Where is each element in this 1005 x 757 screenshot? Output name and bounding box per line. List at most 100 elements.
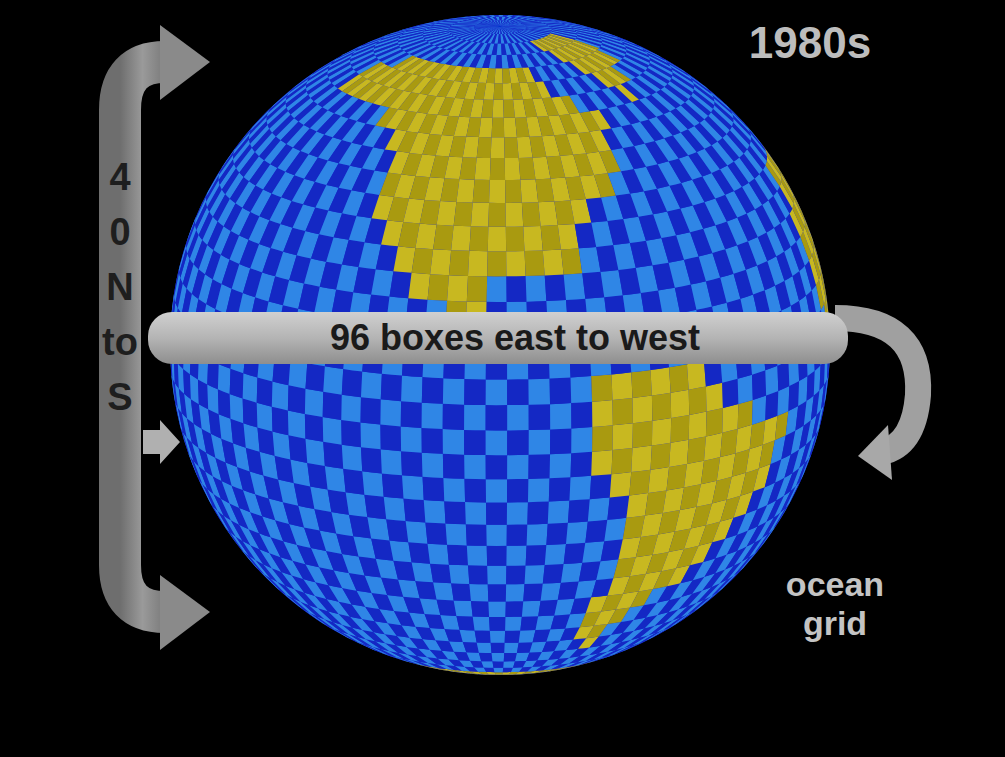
grid-cell (592, 400, 613, 427)
grid-cell (526, 26, 552, 29)
grid-cell (682, 70, 705, 87)
grid-cell (323, 392, 342, 420)
grid-cell (549, 477, 571, 501)
grid-cell (289, 360, 308, 389)
grid-cell (824, 374, 829, 404)
grid-cell (706, 87, 728, 106)
grid-cell (249, 121, 267, 144)
grid-cell (449, 250, 469, 276)
grid-cell (179, 248, 187, 278)
grid-cell (523, 23, 547, 25)
grid-cell (412, 562, 434, 582)
grid-cell (494, 68, 502, 83)
grid-cell (492, 100, 503, 118)
grid-cell (738, 400, 753, 429)
grid-cell (230, 369, 244, 399)
grid-cell (762, 144, 778, 167)
grid-cell (398, 34, 423, 42)
grid-cell (437, 599, 457, 615)
grid-cell (479, 118, 493, 138)
grid-cell (491, 137, 505, 158)
grid-cell (651, 624, 676, 638)
grid-cell (793, 194, 805, 222)
grid-cell (777, 500, 791, 524)
grid-cell (664, 614, 688, 630)
grid-cell (500, 26, 526, 28)
grid-cell (500, 26, 526, 28)
grid-cell (720, 429, 737, 457)
grid-cell (821, 269, 826, 299)
grid-cell (506, 226, 525, 251)
grid-cell (538, 201, 558, 226)
grid-cell (428, 544, 449, 565)
grid-cell (290, 459, 310, 486)
grid-cell (325, 466, 346, 492)
grid-cell (613, 423, 633, 450)
grid-cell (361, 372, 382, 400)
grid-cell (553, 21, 575, 24)
grid-cell (745, 124, 764, 147)
grid-cell (386, 519, 408, 542)
grid-cell (742, 538, 762, 562)
grid-cell (257, 428, 274, 456)
grid-cell (748, 128, 766, 152)
grid-cell (505, 203, 523, 227)
grid-cell (706, 383, 723, 412)
grid-cell (621, 641, 646, 652)
grid-cell (632, 396, 652, 424)
grid-cell (825, 398, 826, 399)
grid-cell (350, 49, 374, 62)
grid-cell (505, 631, 521, 643)
grid-cell (645, 627, 670, 641)
grid-cell (425, 522, 447, 544)
grid-cell (765, 391, 778, 420)
grid-cell (541, 18, 560, 20)
grid-cell (504, 137, 518, 158)
grid-cell (526, 545, 547, 566)
grid-cell (778, 166, 784, 176)
grid-cell (428, 274, 449, 301)
grid-cell (734, 553, 755, 575)
grid-cell (590, 474, 612, 499)
grid-cell (497, 44, 502, 55)
grid-cell (486, 479, 507, 502)
grid-cell (430, 564, 451, 584)
grid-cell (361, 422, 381, 449)
grid-cell (520, 616, 538, 630)
grid-cell (585, 520, 607, 543)
grid-cell (676, 607, 700, 624)
grid-cell (800, 452, 812, 480)
grid-cell (454, 202, 473, 226)
grid-cell (288, 410, 306, 438)
grid-cell (571, 402, 592, 429)
grid-cell (652, 418, 671, 446)
grid-cell (447, 275, 468, 301)
grid-cell (486, 405, 508, 430)
grid-cell (773, 503, 789, 529)
grid-cell (627, 40, 629, 42)
grid-cell (443, 478, 465, 502)
grid-cell (608, 34, 633, 44)
grid-cell (694, 592, 717, 611)
grid-cell (646, 53, 670, 67)
grid-cell (498, 34, 501, 44)
grid-cell (342, 369, 362, 397)
grid-cell (796, 458, 809, 486)
grid-cell (568, 499, 590, 523)
grid-cell (722, 404, 738, 433)
grid-cell (422, 453, 444, 478)
grid-cell (463, 137, 479, 158)
grid-cell (507, 379, 529, 405)
grid-cell (243, 373, 258, 402)
grid-cell (791, 190, 803, 216)
grid-cell (440, 178, 459, 202)
grid-cell (507, 524, 528, 545)
grid-cell (686, 73, 709, 91)
grid-cell (744, 546, 762, 568)
grid-cell (477, 137, 492, 158)
grid-cell (493, 668, 503, 672)
grid-cell (503, 661, 515, 668)
grid-cell (687, 436, 706, 464)
grid-cell (243, 398, 258, 427)
grid-cell (507, 479, 528, 503)
